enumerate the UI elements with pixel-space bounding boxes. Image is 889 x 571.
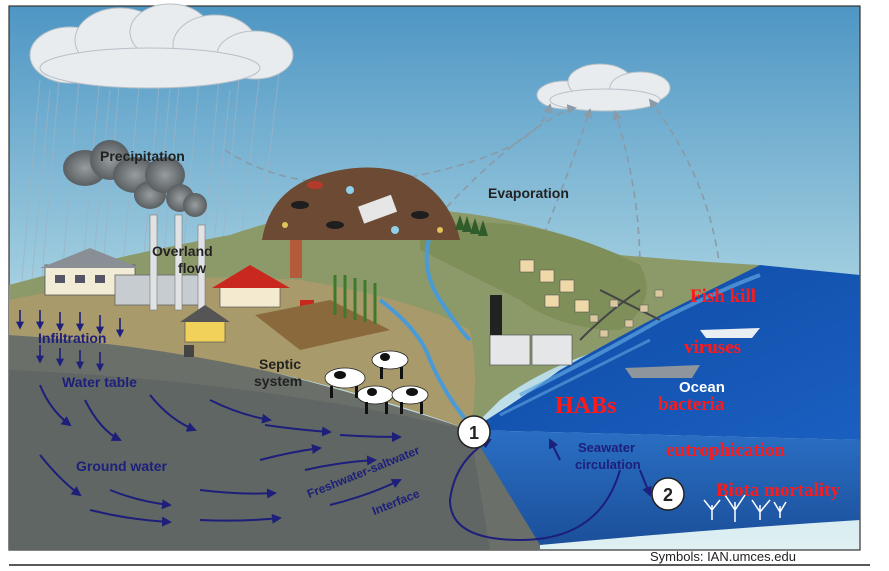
svg-text:2: 2 — [663, 485, 673, 505]
marker-1: 1 — [457, 415, 491, 449]
coastal-town-icon — [579, 289, 664, 341]
infiltration-arrows — [16, 310, 124, 372]
evaporation-cloud-icon — [536, 63, 671, 112]
label-infiltration: Infiltration — [38, 330, 107, 346]
cows-icon — [324, 350, 429, 414]
credit-text: Symbols: IAN.umces.edu — [650, 549, 796, 564]
impact-biota-mortality: Biota mortality — [716, 480, 841, 501]
label-overland-flow-line1: Overland — [152, 243, 213, 259]
label-ground-water: Ground water — [76, 458, 168, 474]
barn-icon — [212, 265, 290, 308]
impact-viruses: viruses — [684, 337, 741, 358]
marker-2: 2 — [651, 477, 685, 511]
impact-eutrophication: eutrophication — [666, 440, 785, 461]
crop-field — [255, 275, 390, 350]
smoke-plume — [63, 140, 207, 217]
landfill-icon — [262, 167, 460, 278]
label-septic-line1: Septic — [259, 356, 302, 372]
impact-fish-kill: Fish kill — [690, 286, 756, 307]
label-evaporation: Evaporation — [488, 185, 569, 201]
label-precipitation: Precipitation — [100, 148, 185, 164]
label-seawater-line1: Seawater — [578, 440, 636, 455]
coral-icon — [703, 494, 787, 522]
stream — [378, 234, 472, 427]
house-icon — [180, 305, 230, 357]
oil-tanks-icon — [489, 295, 573, 366]
factory-icon — [40, 214, 206, 311]
seawater-circulation-arrow — [448, 438, 652, 542]
rain-cloud-icon — [29, 3, 294, 89]
impact-habs: HABs — [555, 393, 617, 419]
groundwater-layer — [9, 330, 540, 550]
label-septic-line2: system — [254, 373, 303, 389]
label-overland-flow-line2: flow — [178, 260, 206, 276]
groundwater-flow-arrows — [39, 384, 402, 527]
impact-bacteria: bacteria — [658, 394, 725, 415]
label-seawater-line2: circulation — [575, 457, 641, 472]
svg-text:1: 1 — [469, 423, 479, 443]
label-ocean: Ocean — [679, 379, 725, 396]
label-water-table: Water table — [62, 374, 137, 390]
trees-icon — [455, 215, 488, 236]
town-icon — [519, 259, 590, 313]
boat-icon — [625, 328, 760, 378]
evaporation-arrows — [224, 98, 721, 291]
